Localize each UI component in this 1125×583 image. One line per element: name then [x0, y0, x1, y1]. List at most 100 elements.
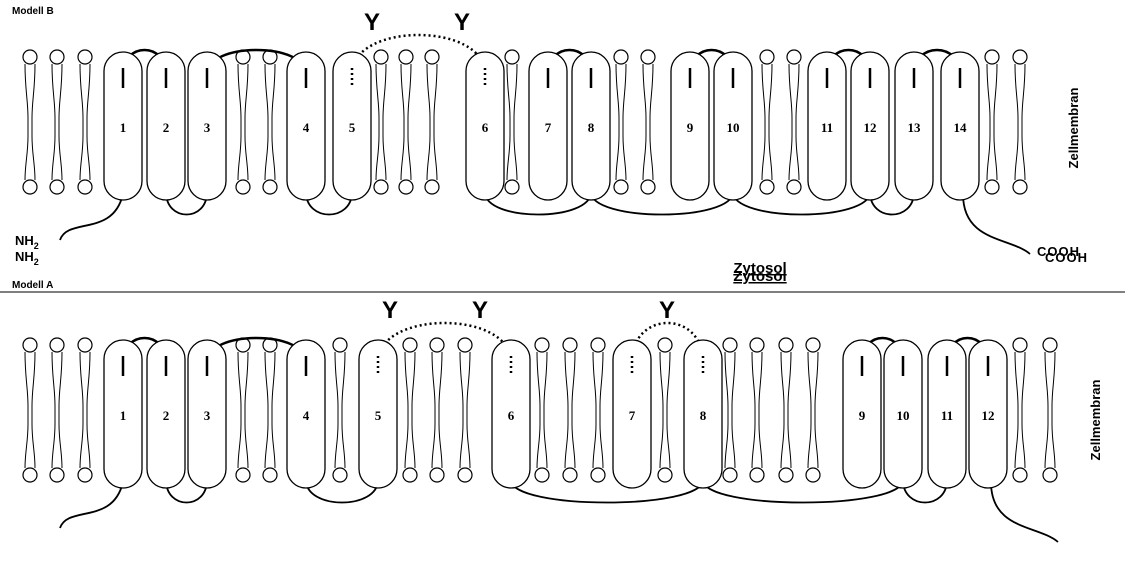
lipid-tail	[405, 352, 415, 468]
lipid-tail	[781, 352, 791, 468]
lipid-head	[374, 180, 388, 194]
helix-number-label: 1	[120, 120, 127, 135]
lipid-tail	[80, 352, 90, 468]
lipid-head	[50, 50, 64, 64]
model-label: Modell A	[12, 280, 53, 291]
lipid-head	[1013, 50, 1027, 64]
lipid-head	[1013, 338, 1027, 352]
glycosylation-mark: Y	[659, 297, 675, 324]
helix-number-label: 8	[588, 120, 595, 135]
lipid-tail	[762, 64, 772, 180]
c-terminal-tail	[991, 482, 1058, 542]
lipid-tail	[987, 64, 997, 180]
lipid-head	[591, 468, 605, 482]
n-terminus-subscript: 2	[34, 257, 39, 267]
lipid-head	[78, 50, 92, 64]
lipid-head	[505, 180, 519, 194]
glycosylated-loop	[352, 35, 485, 74]
lipid-head	[535, 468, 549, 482]
helix-number-label: 5	[375, 408, 382, 423]
lipid-tail	[537, 352, 547, 468]
lipid-head	[614, 50, 628, 64]
lipid-head	[50, 468, 64, 482]
helix-number-label: 13	[908, 120, 922, 135]
lipid-head	[641, 180, 655, 194]
helix-number-label: 9	[687, 120, 694, 135]
helix-number-label: 7	[629, 408, 636, 423]
cytosol-label: Zytosol	[733, 268, 786, 285]
lipid-head	[333, 468, 347, 482]
cytoplasmic-loop	[591, 192, 733, 215]
lipid-tail	[265, 64, 275, 180]
helix-number-label: 9	[859, 408, 866, 423]
glycosylation-mark: Y	[364, 9, 380, 36]
lipid-tail	[52, 352, 62, 468]
lipid-head	[806, 338, 820, 352]
helix-number-label: 10	[727, 120, 740, 135]
lipid-head	[563, 468, 577, 482]
helix-number-label: 8	[700, 408, 707, 423]
lipid-tail	[565, 352, 575, 468]
lipid-head	[78, 338, 92, 352]
lipid-head	[50, 180, 64, 194]
membrane-label: Zellmembran	[1088, 379, 1103, 460]
n-terminus-text: NH	[15, 233, 34, 248]
lipid-tail	[401, 64, 411, 180]
helix-number-label: 12	[982, 408, 995, 423]
lipid-head	[430, 468, 444, 482]
lipid-head	[333, 338, 347, 352]
helix-number-label: 12	[864, 120, 877, 135]
n-terminal-tail	[60, 194, 123, 240]
n-terminal-tail	[60, 482, 123, 528]
lipid-head	[723, 338, 737, 352]
lipid-head	[563, 338, 577, 352]
glycosylation-mark: Y	[472, 297, 488, 324]
lipid-head	[985, 50, 999, 64]
lipid-head	[1013, 180, 1027, 194]
lipid-tail	[1015, 64, 1025, 180]
cytoplasmic-loop	[733, 192, 870, 215]
lipid-head	[23, 180, 37, 194]
lipid-tail	[238, 352, 248, 468]
glycosylation-mark: Y	[454, 9, 470, 36]
lipid-head	[23, 338, 37, 352]
c-terminal-tail	[963, 194, 1030, 254]
lipid-head	[985, 180, 999, 194]
lipid-head	[658, 338, 672, 352]
lipid-tail	[660, 352, 670, 468]
helix-number-label: 10	[897, 408, 910, 423]
helix-number-label: 6	[482, 120, 489, 135]
lipid-head	[458, 338, 472, 352]
lipid-head	[403, 338, 417, 352]
lipid-tail	[265, 352, 275, 468]
lipid-head	[50, 338, 64, 352]
lipid-head	[78, 180, 92, 194]
lipid-head	[787, 50, 801, 64]
lipid-head	[1043, 468, 1057, 482]
lipid-tail	[80, 64, 90, 180]
lipid-head	[236, 180, 250, 194]
lipid-head	[505, 50, 519, 64]
lipid-head	[591, 338, 605, 352]
lipid-head	[723, 468, 737, 482]
helix-number-label: 7	[545, 120, 552, 135]
lipid-head	[23, 468, 37, 482]
lipid-tail	[789, 64, 799, 180]
lipid-tail	[335, 352, 345, 468]
lipid-tail	[238, 64, 248, 180]
helix-number-label: 5	[349, 120, 356, 135]
lipid-tail	[1015, 352, 1025, 468]
lipid-head	[750, 468, 764, 482]
lipid-head	[614, 180, 628, 194]
lipid-tail	[376, 64, 386, 180]
lipid-head	[263, 468, 277, 482]
helix-number-label: 1	[120, 408, 127, 423]
membrane-label: Zellmembran	[1066, 87, 1081, 168]
lipid-head	[760, 180, 774, 194]
helix-number-label: 4	[303, 408, 310, 423]
lipid-head	[78, 468, 92, 482]
glycosylation-mark: Y	[382, 297, 398, 324]
n-terminus-label: NH2	[15, 249, 39, 267]
lipid-head	[1013, 468, 1027, 482]
helix-number-label: 3	[204, 408, 211, 423]
